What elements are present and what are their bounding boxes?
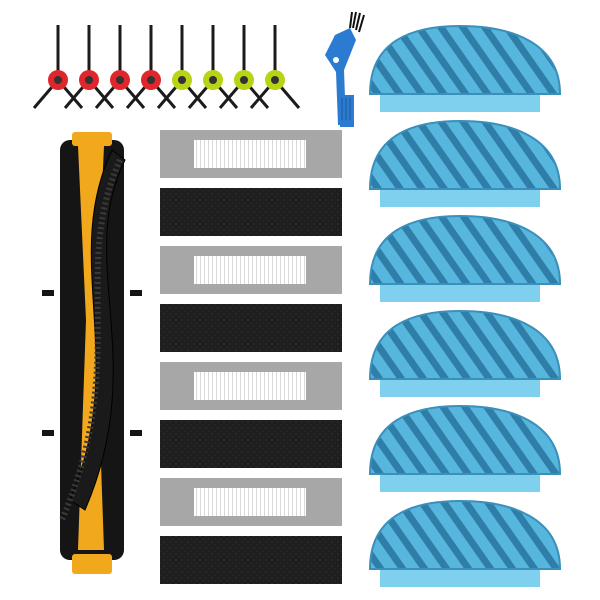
side-brush-green xyxy=(249,25,301,109)
sponge-filter xyxy=(160,304,342,352)
sponge-filter xyxy=(160,420,342,468)
hepa-filter xyxy=(160,362,342,410)
hepa-filter xyxy=(160,478,342,526)
cleaning-tool xyxy=(325,11,365,127)
hepa-filter xyxy=(160,130,342,178)
mop-pad xyxy=(368,24,562,112)
mop-pad xyxy=(368,499,562,587)
side-brush-red xyxy=(32,25,84,109)
side-brush-red xyxy=(94,25,146,109)
side-brush-green xyxy=(187,25,239,109)
side-brush-green xyxy=(156,25,208,109)
side-brush-green xyxy=(218,25,270,109)
mop-pad xyxy=(368,404,562,492)
sponge-filter xyxy=(160,536,342,584)
mop-pad xyxy=(368,119,562,207)
main-roller-brush xyxy=(42,132,142,574)
mop-pad xyxy=(368,214,562,302)
filter-set xyxy=(160,130,342,584)
sponge-filter xyxy=(160,188,342,236)
mop-pad xyxy=(368,309,562,397)
side-brush-red xyxy=(125,25,177,109)
hepa-filter xyxy=(160,246,342,294)
side-brush-group xyxy=(32,25,301,109)
side-brush-red xyxy=(63,25,115,109)
mop-pad-stack xyxy=(368,24,562,587)
